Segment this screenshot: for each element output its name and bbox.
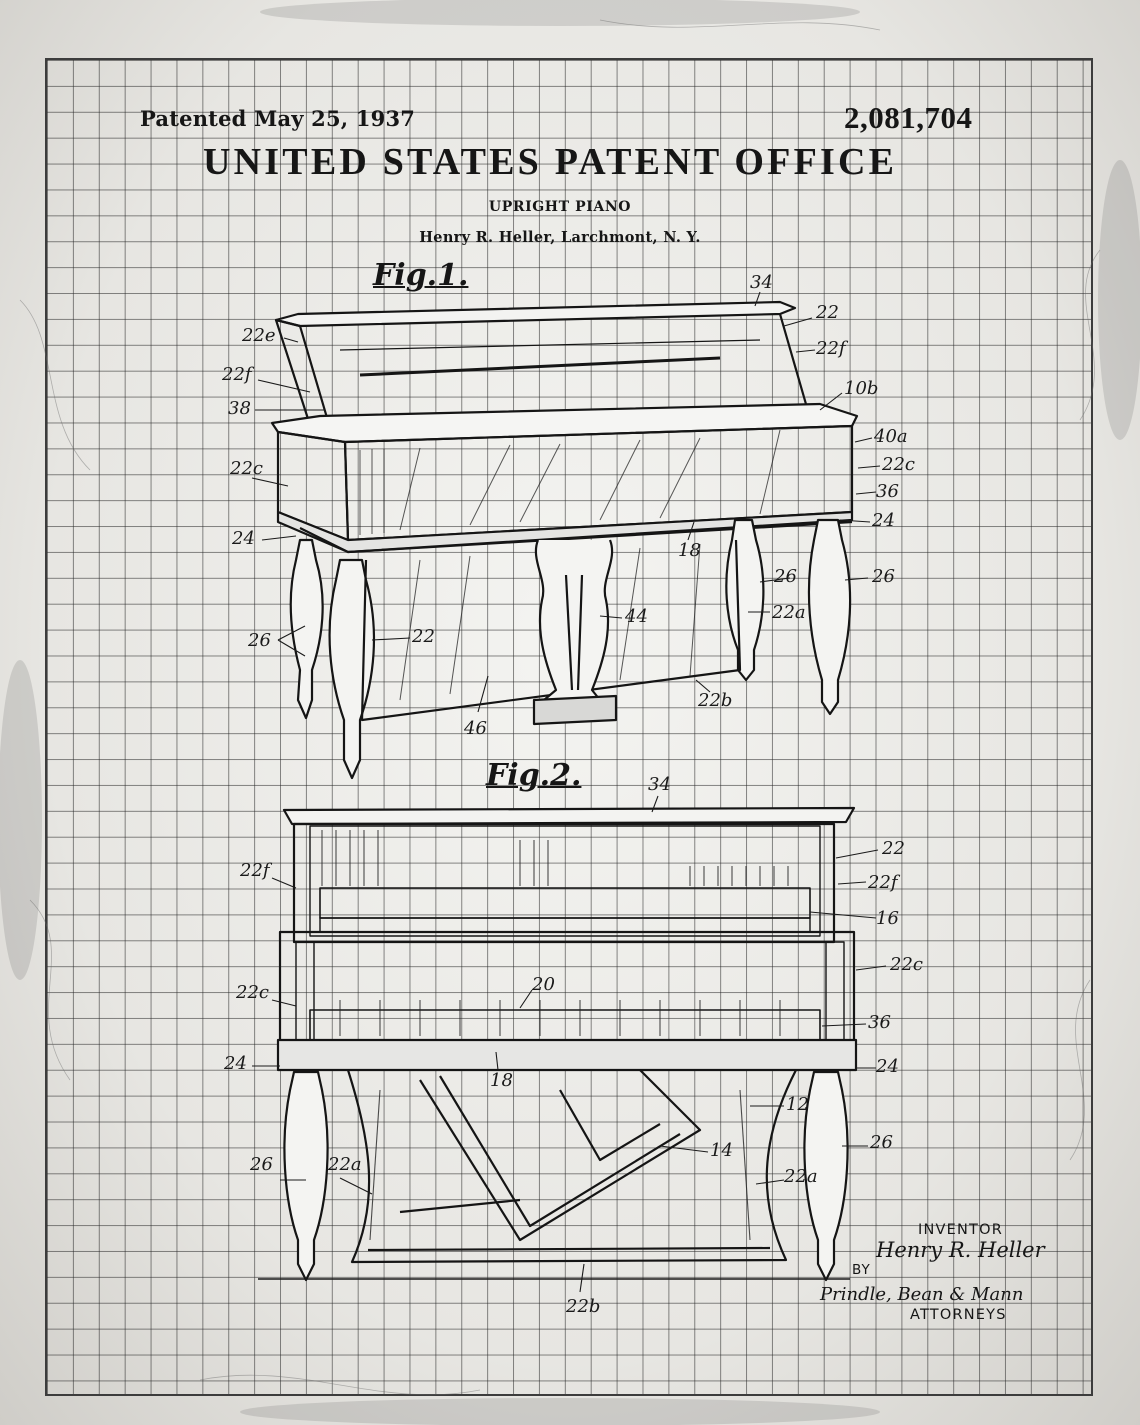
ref-label: 10b bbox=[844, 378, 879, 399]
ref-label: 34 bbox=[750, 272, 773, 293]
patent-number: 2,081,704 bbox=[844, 100, 973, 135]
page-title: UNITED STATES PATENT OFFICE bbox=[203, 141, 898, 183]
graph-paper-grid bbox=[45, 58, 1093, 1396]
inventor-signature: Henry R. Heller bbox=[876, 1238, 1045, 1262]
ref-label: 22f bbox=[240, 860, 270, 881]
inventor-label: INVENTOR bbox=[918, 1222, 1003, 1238]
ref-label: 14 bbox=[710, 1140, 733, 1161]
ref-label: 26 bbox=[870, 1132, 893, 1153]
ref-label: 22a bbox=[328, 1154, 362, 1175]
ref-label: 24 bbox=[232, 528, 255, 549]
ref-label: 22f bbox=[816, 338, 846, 359]
ref-label: 22c bbox=[230, 458, 263, 479]
figure-2-label: Fig.2. bbox=[486, 758, 582, 793]
ref-label: 22e bbox=[242, 325, 276, 346]
ref-label: 22 bbox=[882, 838, 905, 859]
invention-title: UPRIGHT PIANO bbox=[488, 199, 632, 215]
ref-label: 22b bbox=[698, 690, 733, 711]
ref-label: 22f bbox=[222, 364, 252, 385]
ref-label: 22b bbox=[566, 1296, 601, 1317]
ref-label: 18 bbox=[490, 1070, 513, 1091]
ref-label: 36 bbox=[876, 481, 899, 502]
ref-label: 16 bbox=[876, 908, 899, 929]
ref-label: 22c bbox=[882, 454, 915, 475]
ref-label: 22a bbox=[784, 1166, 818, 1187]
ref-label: 18 bbox=[678, 540, 701, 561]
ref-label: 34 bbox=[648, 774, 671, 795]
ref-label: 40a bbox=[874, 426, 908, 447]
ref-label: 26 bbox=[872, 566, 895, 587]
attorneys-label: ATTORNEYS bbox=[910, 1307, 1007, 1323]
ref-label: 36 bbox=[868, 1012, 891, 1033]
ref-label: 22f bbox=[868, 872, 898, 893]
figure-1-label: Fig.1. bbox=[373, 258, 469, 293]
ref-label: 22c bbox=[236, 982, 269, 1003]
ref-label: 26 bbox=[248, 630, 271, 651]
ref-label: 22 bbox=[816, 302, 839, 323]
ref-label: 24 bbox=[224, 1053, 247, 1074]
ref-label: 12 bbox=[786, 1094, 809, 1115]
ref-label: 26 bbox=[774, 566, 797, 587]
ref-label: 44 bbox=[625, 606, 648, 627]
by-label: BY bbox=[852, 1262, 871, 1278]
ref-label: 46 bbox=[464, 718, 487, 739]
inventor-line: Henry R. Heller, Larchmont, N. Y. bbox=[419, 229, 701, 246]
ref-label: 26 bbox=[250, 1154, 273, 1175]
ref-label: 20 bbox=[532, 974, 555, 995]
ref-label: 22a bbox=[772, 602, 806, 623]
ref-label: 38 bbox=[228, 398, 251, 419]
ref-label: 22c bbox=[890, 954, 923, 975]
ref-label: 22 bbox=[412, 626, 435, 647]
ref-label: 24 bbox=[876, 1056, 899, 1077]
ref-label: 24 bbox=[872, 510, 895, 531]
patent-date: Patented May 25, 1937 bbox=[140, 106, 416, 131]
attorney-signature: Prindle, Bean & Mann bbox=[820, 1284, 1024, 1305]
